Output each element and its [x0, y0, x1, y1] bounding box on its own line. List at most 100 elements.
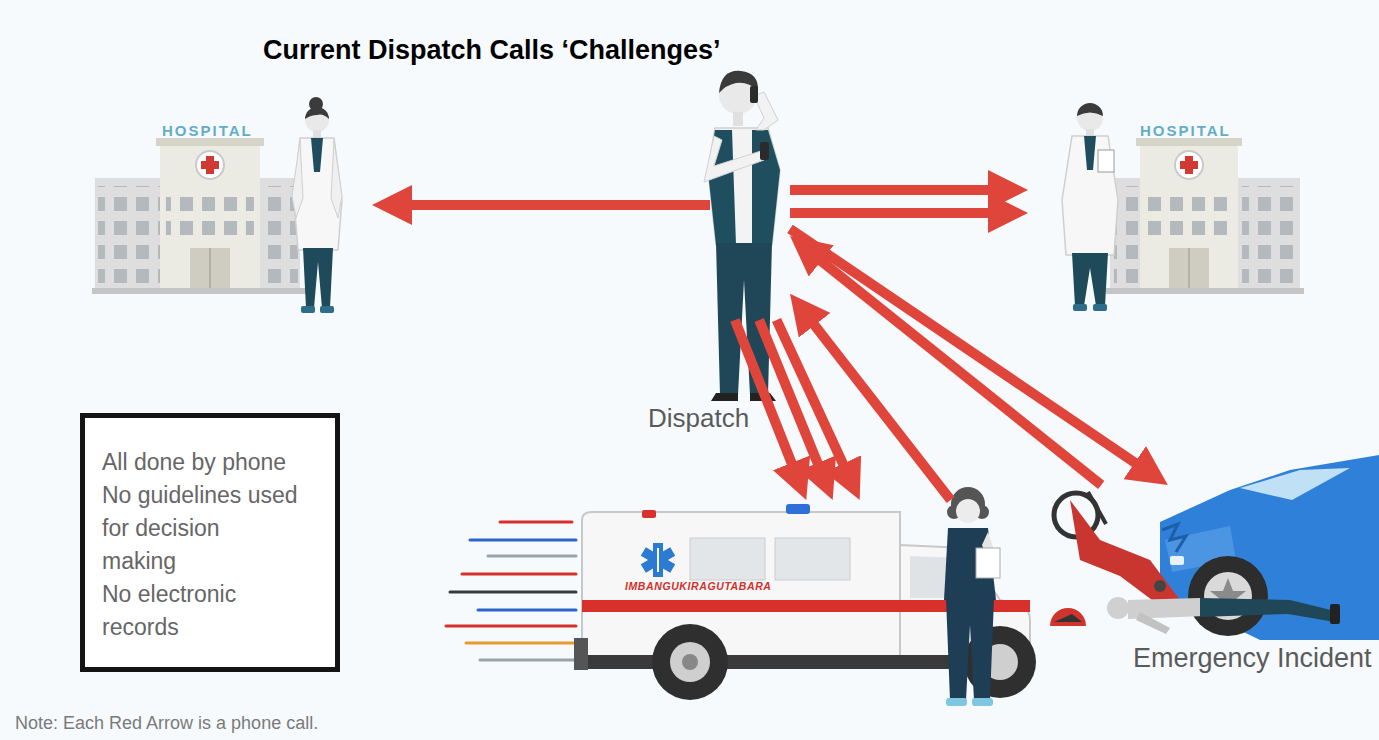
phone-call-arrow	[812, 322, 951, 500]
hospital-building-part	[92, 288, 314, 294]
ambulance-vehicle-part	[670, 642, 710, 682]
phone-call-arrow	[777, 320, 845, 467]
hospital-building-part	[1188, 248, 1190, 290]
hospital-building-part	[98, 186, 160, 284]
phone-call-arrow	[759, 320, 819, 467]
motion-lines-part	[488, 555, 576, 558]
hospital-building-part	[1106, 288, 1304, 294]
hospital-building-part	[166, 188, 254, 238]
paramedic-figure-part	[946, 598, 994, 700]
phone-call-arrow	[818, 258, 1101, 485]
motion-lines-part	[478, 609, 576, 612]
dispatcher-figure-part	[752, 130, 780, 245]
node-label: Dispatch	[648, 403, 749, 434]
hospital-building-part	[201, 156, 219, 174]
ambulance-vehicle-part	[574, 638, 588, 670]
phone-call-arrow	[790, 208, 992, 218]
motion-lines-part	[466, 642, 576, 645]
dispatcher-figure-part	[711, 393, 738, 401]
ambulance-vehicle-part	[641, 543, 675, 577]
challenge-item: All done by phone	[102, 446, 300, 479]
dispatcher-figure: Dispatch	[710, 70, 790, 320]
doctor-figure-part	[1073, 304, 1087, 311]
hospital-building-part	[209, 248, 211, 290]
hospital-building: HOSPITAL	[1028, 95, 1300, 320]
hospital-building-part	[196, 151, 224, 179]
doctor-figure-part	[1098, 150, 1114, 172]
phone-call-arrow	[790, 185, 992, 195]
ambulance-vehicle-part	[690, 538, 765, 580]
doctor-figure-part	[1072, 253, 1108, 306]
phone-call-arrow	[790, 229, 1138, 465]
motorcycle-part	[1154, 580, 1166, 592]
ambulance-vehicle-part	[641, 547, 675, 573]
motion-lines-part	[446, 625, 576, 628]
hospital-building-part	[1110, 178, 1300, 290]
dispatcher-figure-part	[716, 243, 772, 395]
doctor-figure-part	[1077, 103, 1103, 116]
motion-lines-part	[470, 539, 576, 542]
hospital-building	[92, 138, 314, 294]
injured-person	[1050, 597, 1340, 634]
paramedic-figure	[944, 487, 1000, 706]
motorcycle-part	[1070, 500, 1180, 606]
doctor-figure-part	[305, 107, 329, 119]
ambulance-vehicle-part	[652, 624, 728, 700]
doctor-figure-part	[311, 138, 323, 172]
motion-lines	[446, 522, 576, 660]
hospital-sign: HOSPITAL	[1140, 122, 1231, 139]
motorcycle	[1054, 492, 1180, 606]
doctor-figure-part	[292, 140, 303, 218]
node-label: Emergency Incident	[1133, 643, 1372, 674]
motion-lines-part	[450, 591, 576, 594]
doctor-figure	[1062, 103, 1118, 311]
crashed-car-part	[1188, 556, 1268, 636]
crashed-car-part	[1240, 468, 1350, 500]
motion-lines-part	[462, 573, 576, 576]
hospital-building-part	[156, 138, 264, 146]
ambulance-vehicle-part	[786, 504, 810, 514]
hospital-building-part	[95, 178, 300, 290]
diagram-title: Current Dispatch Calls ‘Challenges’	[263, 35, 721, 66]
paramedic-figure-part	[972, 698, 993, 706]
ambulance-vehicle-part	[682, 654, 698, 670]
dispatcher-figure-part	[760, 142, 769, 160]
emergency-incident: Emergency Incident	[1040, 485, 1375, 680]
paramedic-figure-part	[946, 698, 967, 706]
ambulance-vehicle-part	[582, 512, 900, 668]
hospital-building-part	[1175, 151, 1203, 179]
doctor-figure-part	[1084, 136, 1096, 170]
doctor-figure-part	[301, 306, 315, 313]
doctor-figure-part	[313, 130, 321, 138]
doctor-figure-part	[320, 306, 334, 313]
ambulance-group: IMBANGUKIRAGUTABARA	[440, 500, 1030, 715]
injured-person-part	[1050, 608, 1086, 626]
crashed-car-part	[1162, 524, 1186, 552]
hospital-building-part	[160, 140, 260, 290]
motion-lines-part	[500, 521, 572, 524]
dispatcher-figure-part	[750, 86, 758, 103]
vehicle-lettering: IMBANGUKIRAGUTABARA	[625, 580, 772, 592]
hospital-building-part	[1242, 186, 1298, 284]
injured-person-part	[1107, 597, 1129, 619]
injured-person-part	[1330, 604, 1340, 624]
challenges-box: All done by phoneNo guidelines used for …	[80, 413, 340, 672]
motorcycle-part	[1088, 492, 1106, 524]
edge-group	[408, 190, 1138, 500]
dispatcher-figure-part	[750, 393, 776, 401]
injured-person-part	[1136, 612, 1170, 634]
doctor-figure-part	[303, 248, 333, 308]
doctor-figure-part	[1062, 136, 1118, 255]
doctor-figure-part	[1093, 304, 1107, 311]
hospital-sign: HOSPITAL	[162, 122, 253, 139]
dispatcher-figure	[704, 71, 780, 401]
ambulance-vehicle-part	[642, 510, 656, 518]
ambulance-vehicle	[574, 504, 1036, 700]
hospital-building-part	[1180, 156, 1198, 174]
doctor-figure	[292, 97, 342, 313]
injured-person-part	[1200, 598, 1335, 622]
